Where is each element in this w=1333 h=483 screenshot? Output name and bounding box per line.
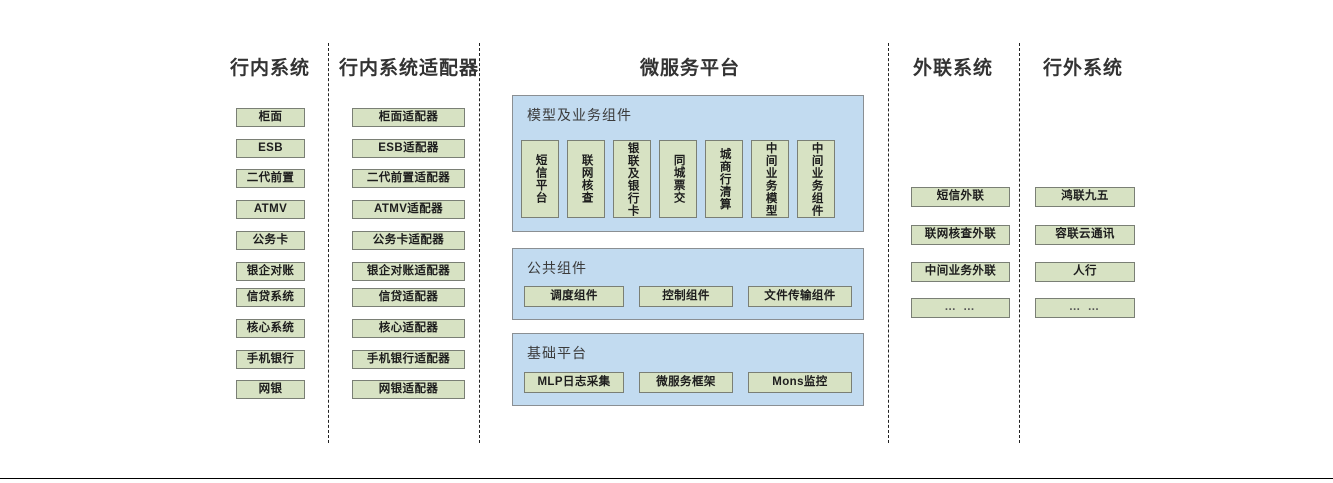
node-in-bank-adapter[interactable]: 柜面适配器 <box>352 108 465 127</box>
node-in-bank-adapter[interactable]: 公务卡适配器 <box>352 231 465 250</box>
node-base-platform-component[interactable]: 微服务框架 <box>639 372 733 393</box>
column-title-microservice-platform: 微服务平台 <box>639 58 740 79</box>
node-in-bank-adapter[interactable]: 手机银行适配器 <box>352 350 465 369</box>
node-in-bank-adapter[interactable]: 二代前置适配器 <box>352 169 465 188</box>
node-model-component[interactable]: 中间业务组件 <box>797 140 835 218</box>
panel-public-components: 公共组件 <box>512 248 864 320</box>
node-model-component[interactable]: 联网核查 <box>567 140 605 218</box>
page-bottom-rule <box>0 478 1333 479</box>
node-in-bank-adapter[interactable]: 信贷适配器 <box>352 288 465 307</box>
node-model-component[interactable]: 城商行清算 <box>705 140 743 218</box>
column-divider-1 <box>328 43 329 443</box>
node-out-bank-system[interactable]: 人行 <box>1035 262 1135 282</box>
node-base-platform-component[interactable]: MLP日志采集 <box>524 372 624 393</box>
node-model-component[interactable]: 银联及银行卡 <box>613 140 651 218</box>
node-in-bank-system[interactable]: 网银 <box>236 380 305 399</box>
node-model-component[interactable]: 中间业务模型 <box>751 140 789 218</box>
panel-title-base-platform: 基础平台 <box>527 345 587 361</box>
node-public-component[interactable]: 文件传输组件 <box>748 286 852 307</box>
node-public-component[interactable]: 调度组件 <box>524 286 624 307</box>
node-out-bank-system[interactable]: 鸿联九五 <box>1035 187 1135 207</box>
node-out-bank-system-more[interactable]: … … <box>1035 298 1135 318</box>
column-title-external-link-systems: 外联系统 <box>912 58 993 79</box>
column-divider-3 <box>888 43 889 443</box>
node-in-bank-system[interactable]: 二代前置 <box>236 169 305 188</box>
node-external-link-system[interactable]: 联网核查外联 <box>911 225 1010 245</box>
node-external-link-system-more[interactable]: … … <box>911 298 1010 318</box>
node-in-bank-system[interactable]: 柜面 <box>236 108 305 127</box>
node-external-link-system[interactable]: 中间业务外联 <box>911 262 1010 282</box>
node-in-bank-system[interactable]: ESB <box>236 139 305 158</box>
node-in-bank-adapter[interactable]: ESB适配器 <box>352 139 465 158</box>
node-public-component[interactable]: 控制组件 <box>639 286 733 307</box>
panel-title-public-components: 公共组件 <box>527 260 587 276</box>
column-title-in-bank-systems: 行内系统 <box>229 58 310 79</box>
node-in-bank-system[interactable]: 信贷系统 <box>236 288 305 307</box>
node-base-platform-component[interactable]: Mons监控 <box>748 372 852 393</box>
column-title-out-bank-systems: 行外系统 <box>1042 58 1123 79</box>
node-in-bank-adapter[interactable]: ATMV适配器 <box>352 200 465 219</box>
node-in-bank-system[interactable]: 公务卡 <box>236 231 305 250</box>
node-out-bank-system[interactable]: 容联云通讯 <box>1035 225 1135 245</box>
column-title-in-bank-adapters: 行内系统适配器 <box>339 58 480 79</box>
node-in-bank-system[interactable]: 核心系统 <box>236 319 305 338</box>
panel-title-model-business-components: 模型及业务组件 <box>527 107 632 123</box>
node-external-link-system[interactable]: 短信外联 <box>911 187 1010 207</box>
node-in-bank-system[interactable]: 手机银行 <box>236 350 305 369</box>
node-in-bank-system[interactable]: 银企对账 <box>236 262 305 281</box>
node-in-bank-adapter[interactable]: 核心适配器 <box>352 319 465 338</box>
column-divider-4 <box>1019 43 1020 443</box>
panel-base-platform: 基础平台 <box>512 333 864 406</box>
node-model-component[interactable]: 同城票交 <box>659 140 697 218</box>
node-in-bank-adapter[interactable]: 银企对账适配器 <box>352 262 465 281</box>
node-in-bank-system[interactable]: ATMV <box>236 200 305 219</box>
node-model-component[interactable]: 短信平台 <box>521 140 559 218</box>
column-divider-2 <box>479 43 480 443</box>
node-in-bank-adapter[interactable]: 网银适配器 <box>352 380 465 399</box>
